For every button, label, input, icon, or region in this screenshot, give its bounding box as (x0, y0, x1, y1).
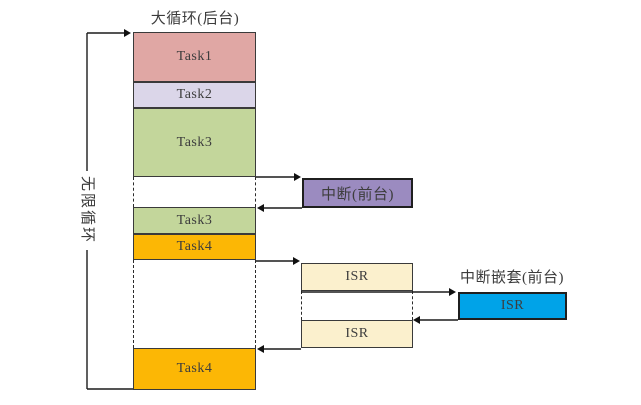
task3-resume-label: Task3 (176, 212, 213, 228)
task4-block: Task4 (133, 234, 256, 260)
suspended-gap-isr (133, 260, 256, 348)
isr1-block: ISR (301, 263, 413, 291)
arrow-task3-to-interrupt-head (294, 173, 301, 181)
suspended-gap-interrupt (133, 177, 256, 207)
nested-interrupt-title: 中断嵌套(前台) (460, 270, 564, 286)
task1-block: Task1 (133, 32, 256, 82)
infinite-loop-label-wrap: 无限循环 (47, 170, 127, 250)
interrupt-block: 中断(前台) (302, 178, 413, 208)
arrow-nested-return-head (413, 316, 420, 324)
task3-label: Task3 (176, 134, 213, 150)
interrupt-label: 中断(前台) (321, 186, 394, 203)
task2-block: Task2 (133, 82, 256, 108)
background-loop-title: 大循环(后台) (150, 11, 240, 27)
isr-suspended-gap (301, 291, 413, 320)
nested-isr-label: ISR (500, 298, 525, 313)
task4-resume-label: Task4 (176, 361, 213, 376)
arrow-interrupt-return-head (257, 204, 264, 212)
task2-label: Task2 (176, 87, 213, 102)
isr2-block: ISR (301, 320, 413, 348)
isr1-label: ISR (345, 269, 369, 284)
task1-label: Task1 (176, 49, 213, 64)
arrow-task4-to-isr-head (293, 257, 300, 265)
nested-isr-block: ISR (458, 292, 567, 320)
task3-block: Task3 (133, 108, 256, 177)
loop-top-arrowhead (124, 29, 131, 37)
task4-resume-block: Task4 (133, 348, 256, 390)
task3-resume-block: Task3 (133, 207, 256, 234)
infinite-loop-label: 无限循环 (57, 170, 117, 250)
isr2-label: ISR (345, 326, 369, 341)
arrow-isr-to-nested-head (449, 288, 456, 296)
arrow-isr-return-head (257, 345, 264, 353)
task4-label: Task4 (176, 239, 213, 254)
